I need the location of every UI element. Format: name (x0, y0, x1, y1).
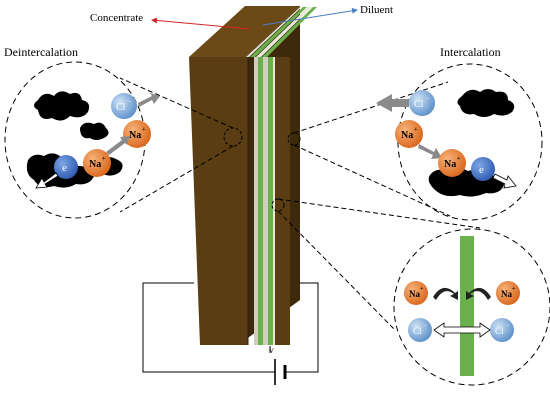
svg-text:−: − (128, 99, 132, 105)
svg-text:Cl: Cl (413, 326, 422, 336)
chloride-release-arrow (138, 93, 160, 107)
sodium-ion-membrane-right (496, 281, 520, 305)
electrode-stack (189, 6, 317, 345)
membrane-strip (460, 236, 474, 376)
diluent-label: Diluent (360, 4, 393, 16)
svg-text:+: + (457, 156, 461, 162)
electrode-top-face (189, 6, 300, 57)
sodium-ion-2 (83, 149, 111, 177)
concentrate-arrow (151, 17, 251, 30)
voltage-label: V (269, 347, 274, 355)
external-circuit (142, 282, 319, 385)
svg-text:+: + (420, 286, 424, 292)
svg-text:Cl: Cl (495, 326, 504, 336)
svg-text:+: + (512, 286, 516, 292)
concentrate-label: Concentrate (90, 12, 143, 24)
deintercalation-label: Deintercalation (4, 45, 78, 59)
front-electrode (189, 57, 248, 345)
intercalation-zoom: Intercalation Cl − Na + Na + e (376, 45, 543, 221)
rejection-arrow-left (433, 287, 458, 300)
chloride-ion-right (409, 90, 435, 116)
chloride-ion-membrane-right (490, 318, 514, 342)
svg-text:+: + (102, 156, 106, 162)
deintercalation-zoom: Deintercalation Cl − Na + Na + e (4, 45, 160, 219)
rejection-arrow-right (466, 287, 491, 300)
svg-text:Cl: Cl (414, 99, 424, 110)
svg-text:Na: Na (89, 159, 101, 170)
membrane-zoom: Na + Na + Cl − Cl − (393, 228, 550, 386)
svg-text:+: + (142, 127, 146, 133)
intercalation-label: Intercalation (440, 45, 501, 59)
spacer-layer (254, 57, 258, 345)
electron (54, 155, 78, 179)
sodium-ion (123, 120, 151, 148)
svg-text:Na: Na (401, 130, 413, 141)
svg-text:Na: Na (501, 289, 512, 299)
membrane-layer (258, 57, 263, 345)
diluent-arrow (262, 7, 358, 26)
svg-text:Cl: Cl (116, 102, 126, 113)
svg-text:Na: Na (409, 289, 420, 299)
svg-text:e: e (62, 162, 67, 174)
svg-text:Na: Na (129, 130, 141, 141)
sodium-ion-right-2 (438, 149, 466, 177)
zoom-markers (119, 77, 481, 331)
svg-text:e: e (479, 164, 484, 176)
sodium-ion-right (395, 120, 423, 148)
svg-text:−: − (424, 323, 428, 329)
chloride-ion (111, 93, 137, 119)
svg-text:−: − (506, 323, 510, 329)
svg-text:Na: Na (444, 159, 456, 170)
chloride-leave-arrow (376, 94, 409, 112)
svg-text:−: − (426, 96, 430, 102)
svg-text:+: + (414, 127, 418, 133)
chloride-ion-membrane-left (408, 318, 432, 342)
chloride-transport-arrow (433, 322, 491, 338)
electron-right (471, 157, 495, 181)
sodium-ion-membrane-left (404, 281, 428, 305)
